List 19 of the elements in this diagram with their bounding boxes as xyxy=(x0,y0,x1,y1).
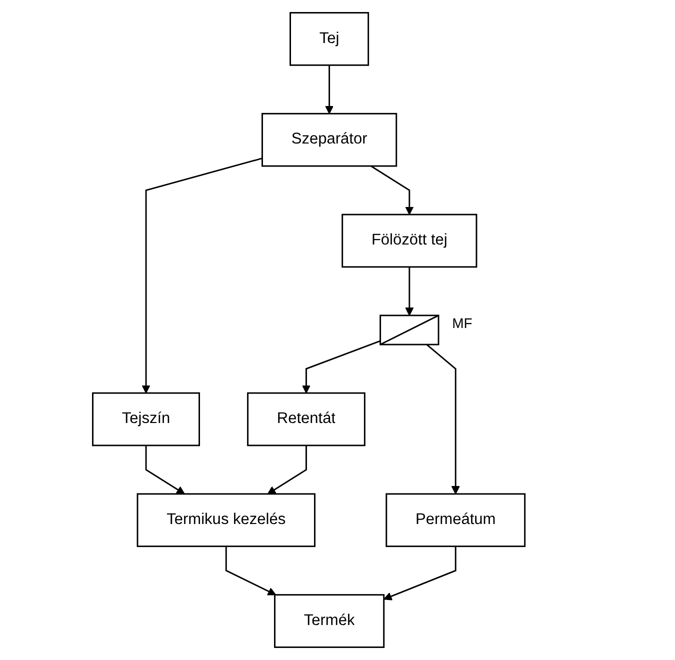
arrow xyxy=(144,445,185,494)
node-box: Tejszín xyxy=(92,392,200,446)
node-caption: MF xyxy=(452,315,472,332)
arrow xyxy=(426,344,460,494)
node-box: Retentát xyxy=(246,392,365,446)
node-box: Szeparátor xyxy=(261,112,397,167)
node-box: Termék xyxy=(274,594,384,648)
arrow xyxy=(404,266,414,316)
arrow xyxy=(266,445,307,494)
arrow xyxy=(324,65,334,114)
node-box: Fölözött tej xyxy=(341,214,477,268)
arrow xyxy=(225,546,276,596)
node-box: Tej xyxy=(289,12,369,66)
arrow xyxy=(383,546,456,600)
node-box: Termikus kezelés xyxy=(136,493,316,548)
arrow xyxy=(370,165,414,215)
arrow xyxy=(141,158,262,394)
node-box: Permeátum xyxy=(385,493,526,548)
arrow xyxy=(302,340,380,394)
